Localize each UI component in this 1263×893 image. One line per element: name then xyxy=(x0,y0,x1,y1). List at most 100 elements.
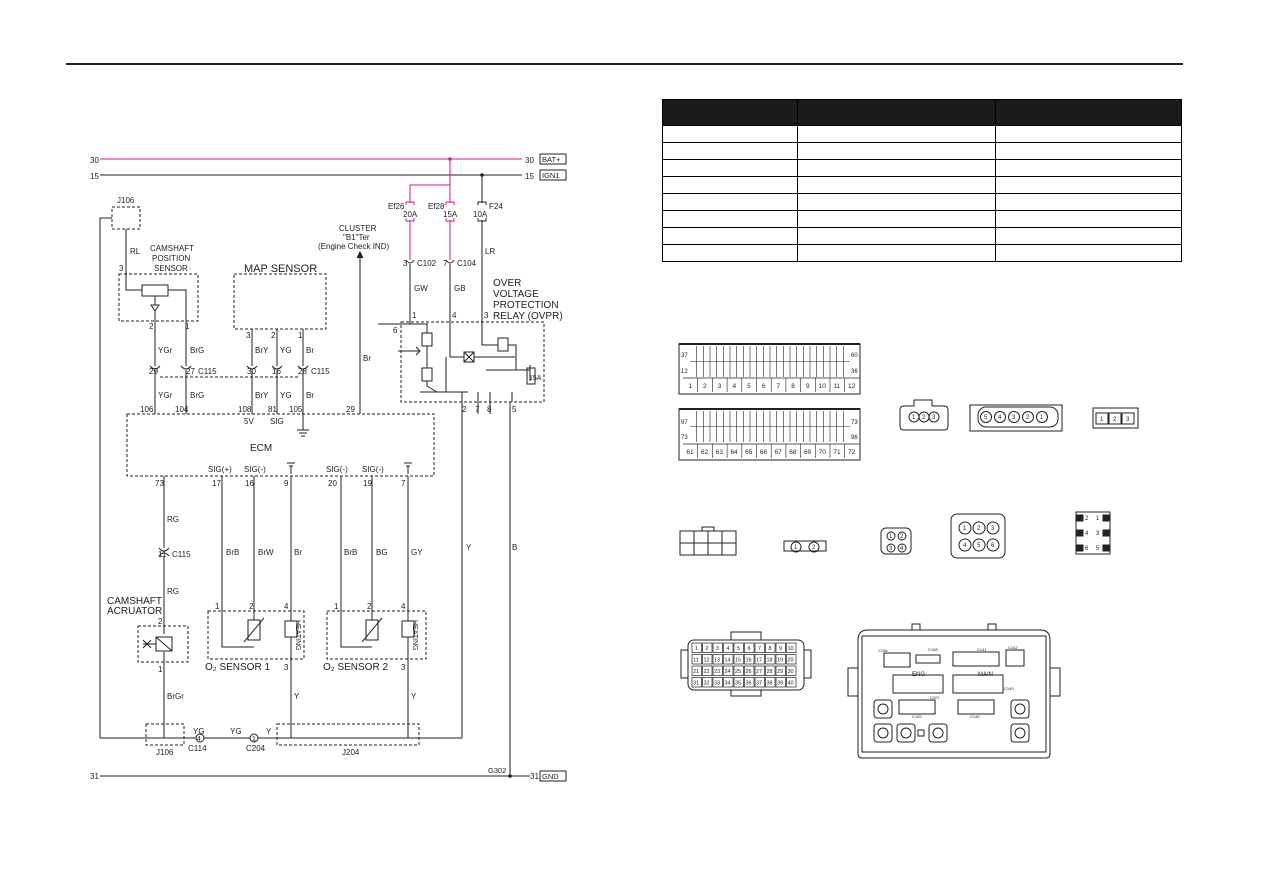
pin-socket xyxy=(1036,411,1048,423)
table-cell xyxy=(662,176,798,194)
gnd-point-label: G302 xyxy=(488,766,506,775)
fuse-ef28-name: Ef28 xyxy=(428,202,445,211)
pin-cell xyxy=(744,654,755,665)
fb-c107: C107 xyxy=(930,695,940,700)
pin-label: 72 xyxy=(848,449,856,456)
heating-2-label: HEATING xyxy=(411,620,418,651)
fb-c140: C140 xyxy=(1004,686,1014,691)
ign-rail-num-left: 15 xyxy=(90,172,99,181)
wire-brg-upper: BrG xyxy=(190,346,204,355)
g302-dot xyxy=(508,774,512,778)
pin-label: 8 xyxy=(791,383,795,390)
ign-rail-num-right: 15 xyxy=(525,172,534,181)
table-row xyxy=(662,227,1182,245)
fb-main: MAIN xyxy=(978,672,993,678)
pin-ecm-105: 105 xyxy=(289,405,303,414)
fb-c106: C106 xyxy=(878,648,888,653)
ovpr-title-2: VOLTAGE xyxy=(493,289,539,300)
c6s-pin-5: 5 xyxy=(1096,546,1100,552)
table-cell xyxy=(797,244,996,262)
pin-ecm-7: 7 xyxy=(401,479,406,488)
table-cell xyxy=(662,227,798,245)
pin-label: 2 xyxy=(706,646,709,652)
fb-c108: C108 xyxy=(928,647,938,652)
table-row xyxy=(662,210,1182,228)
table-cell xyxy=(995,176,1182,194)
connector-ecm-b: 97 73 73 96 xyxy=(678,408,861,461)
pin-label: 6 xyxy=(748,646,751,652)
pin-ecm-73: 73 xyxy=(155,479,164,488)
pin-cell xyxy=(691,677,702,688)
pin-ecm-20: 20 xyxy=(328,479,337,488)
wire-yg-lower: YG xyxy=(280,391,292,400)
gnd-rail: 31 31 GND G302 xyxy=(90,766,567,782)
gnd-rail-num-left: 31 xyxy=(90,772,99,781)
conn1-side-36: 36 xyxy=(851,369,858,375)
sensor-wires xyxy=(149,320,309,437)
pin-label: 23 xyxy=(714,669,720,675)
fb-c141: C141 xyxy=(977,647,987,652)
table-row xyxy=(662,244,1182,262)
c6-pin-6: 6 xyxy=(991,543,995,549)
pin-ecm-16: 16 xyxy=(245,479,254,488)
table-cell xyxy=(662,159,798,177)
c115-label-left: C115 xyxy=(198,367,217,376)
pin-label: 2 xyxy=(1026,415,1030,421)
pin-cell xyxy=(702,654,713,665)
pin-label: 4 xyxy=(727,646,730,652)
wire-rg-upper: RG xyxy=(167,515,179,524)
table-header-row xyxy=(662,99,1182,126)
pin-cell xyxy=(733,642,744,653)
pin-ecm-9: 9 xyxy=(284,479,289,488)
table-cell xyxy=(797,142,996,160)
connector-ecm-a-grid xyxy=(690,346,850,377)
pin-cell xyxy=(765,642,776,653)
pin-o1-2: 2 xyxy=(249,602,254,611)
ecm-title: ECM xyxy=(250,443,272,454)
wire-br-cluster: Br xyxy=(363,354,371,363)
pin-c115-16: 16 xyxy=(272,367,281,376)
o2-sensor-2 xyxy=(326,610,427,738)
map-sensor-box xyxy=(233,273,327,330)
table-cell xyxy=(662,210,798,228)
table-row xyxy=(662,142,1182,160)
j106-top-label: J106 xyxy=(117,196,135,205)
pin-relay-1: 1 xyxy=(412,311,417,320)
table-cell xyxy=(662,125,798,143)
pin-cell xyxy=(744,677,755,688)
pin-label: 7 xyxy=(758,646,761,652)
pin-cell xyxy=(754,665,765,676)
ecm-sigp-1: SIG(+) xyxy=(208,465,232,474)
pin-label: 1 xyxy=(688,383,692,390)
conn2-side-96: 96 xyxy=(851,435,858,441)
conn1-side-12: 12 xyxy=(681,369,688,375)
pin-cell xyxy=(775,677,786,688)
pin-label: 24 xyxy=(725,669,731,675)
cluster-title-2: "B1"Ter xyxy=(343,233,370,242)
table-header-cell xyxy=(797,99,996,126)
connector-3pin-b: 1 2 3 xyxy=(1092,407,1139,429)
pin-o2-3: 3 xyxy=(401,663,406,672)
conn1-side-60: 60 xyxy=(851,353,858,359)
pin-label: 67 xyxy=(775,449,783,456)
pin-label: 16 xyxy=(746,658,752,664)
ecm-sigm-3: SIG(-) xyxy=(362,465,384,474)
pin-label: 32 xyxy=(704,681,710,687)
c2-pin-1: 1 xyxy=(794,545,798,551)
pin-label: 5 xyxy=(984,415,988,421)
pin-cell xyxy=(733,665,744,676)
c6-pin-2: 2 xyxy=(977,526,981,532)
table-cell xyxy=(797,193,996,211)
pin-map-3: 3 xyxy=(246,331,251,340)
pin-cell xyxy=(691,665,702,676)
wire-brb-1: BrB xyxy=(226,548,239,557)
ign-rail: 15 15 IGN1 xyxy=(90,169,567,181)
pin-c115-11: 11 xyxy=(158,550,167,559)
fb-c142: C142 xyxy=(1008,645,1018,650)
pin-map-1: 1 xyxy=(298,331,303,340)
pin-label: 17 xyxy=(756,658,762,664)
c3a-pin-3: 3 xyxy=(932,415,936,421)
pin-c115-30: 30 xyxy=(247,367,256,376)
